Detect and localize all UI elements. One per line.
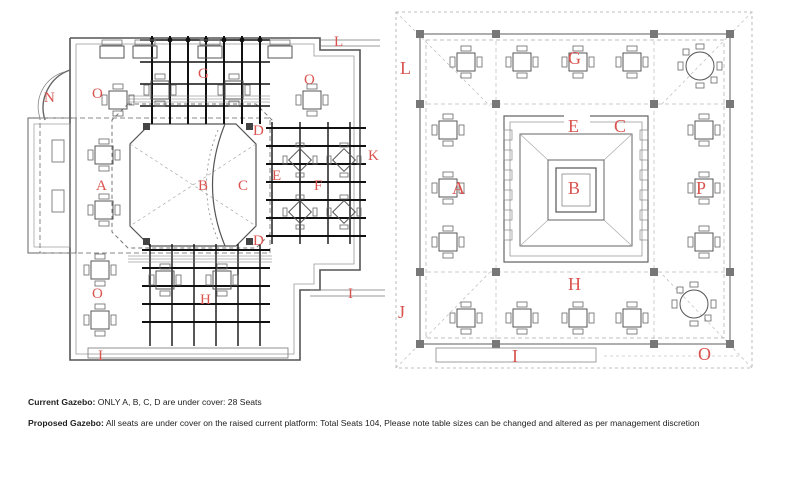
zone-label-o-top-right: O (304, 72, 315, 88)
proposed-plan: A B C E G H I J L O P (395, 11, 753, 369)
proposed-zone-label-i: I (512, 346, 518, 366)
current-plan: A B C D D E F G H I K L N O O O I (27, 34, 385, 364)
zone-label-n: N (44, 90, 55, 106)
proposed-zone-label-h: H (568, 274, 581, 294)
caption-current-gazebo: Current Gazebo: ONLY A, B, C, D are unde… (28, 397, 262, 407)
zone-label-e: E (272, 168, 281, 184)
proposed-zone-label-e: E (568, 116, 579, 136)
caption-proposed-gazebo: Proposed Gazebo: All seats are under cov… (28, 418, 699, 428)
proposed-zone-label-g: G (568, 48, 581, 68)
proposed-zone-label-b: B (568, 178, 580, 198)
zone-label-o-top-left: O (92, 86, 103, 102)
caption-current-text: ONLY A, B, C, D are under cover: 28 Seat… (95, 397, 262, 407)
zone-label-k: K (368, 148, 379, 164)
zone-label-l: L (334, 34, 343, 50)
zone-label-h: H (200, 292, 211, 308)
proposed-zone-label-a: A (452, 178, 465, 198)
zone-label-i-right: I (348, 286, 353, 302)
caption-current-heading: Current Gazebo: (28, 397, 96, 407)
proposed-zone-label-p: P (696, 178, 706, 198)
zone-label-i: I (98, 348, 103, 364)
zone-label-g: G (198, 66, 209, 82)
proposed-zone-label-l: L (400, 58, 411, 78)
zone-label-f: F (314, 178, 322, 194)
proposed-zone-label-o: O (698, 344, 711, 364)
zone-label-c: C (238, 178, 248, 194)
proposed-zone-label-j: J (398, 302, 405, 322)
zone-label-d-bottom: D (253, 233, 264, 249)
caption-proposed-text: All seats are under cover on the raised … (103, 418, 700, 428)
floor-plans: A B C D D E F G H I K L N O O O I (27, 11, 753, 369)
zone-label-o-bottom: O (92, 286, 103, 302)
caption-proposed-heading: Proposed Gazebo: (28, 418, 104, 428)
zone-label-b: B (198, 178, 208, 194)
zone-label-d-top: D (253, 123, 264, 139)
zone-label-a: A (96, 178, 107, 194)
proposed-zone-label-c: C (614, 116, 626, 136)
